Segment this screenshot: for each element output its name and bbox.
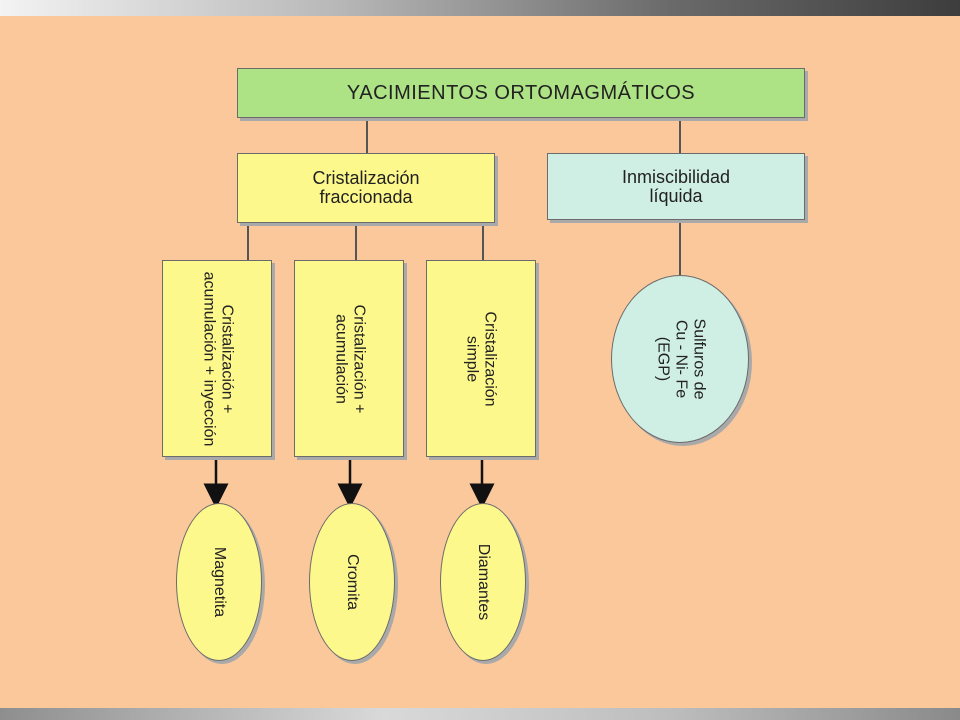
process-1-line-1: Cristalización + bbox=[218, 304, 236, 413]
branch-right-line-1: Inmiscibilidad bbox=[621, 166, 731, 187]
sulfuros-line-1: Sulfuros de bbox=[690, 318, 707, 400]
root-title: YACIMIENTOS ORTOMAGMÁTICOS bbox=[346, 81, 696, 104]
process-1-text: Cristalización +acumulación + inyección bbox=[163, 271, 271, 446]
branch-box-inmiscibilidad-liquida: Inmiscibilidad líquida bbox=[547, 153, 805, 220]
process-1-line-2: acumulación + inyección bbox=[200, 271, 218, 446]
branch-left-line-2: fraccionada bbox=[319, 187, 413, 207]
process-2-line-2: acumulación bbox=[332, 313, 349, 404]
product-ellipse-cromita: Cromita bbox=[309, 503, 395, 661]
process-3-line-1: Cristalización bbox=[481, 310, 499, 407]
sulfuros-line-2: Cu - Ni- Fe bbox=[672, 319, 689, 399]
product-diamantes-label: Diamantes bbox=[474, 543, 492, 621]
branch-right-line-2: líquida bbox=[649, 185, 703, 206]
process-box-2: Cristalización +acumulación bbox=[294, 260, 404, 457]
process-3-line-2: simple bbox=[463, 335, 481, 382]
sulfuros-line-3: (EGP) bbox=[654, 336, 671, 382]
root-box: YACIMIENTOS ORTOMAGMÁTICOS bbox=[237, 68, 805, 118]
product-ellipse-diamantes: Diamantes bbox=[440, 503, 526, 661]
process-2-line-1: Cristalización + bbox=[350, 304, 367, 413]
branch-left-line-1: Cristalización bbox=[312, 168, 420, 188]
branch-box-cristalizacion-fraccionada: Cristalización fraccionada bbox=[237, 153, 495, 223]
top-border-bar bbox=[0, 0, 960, 16]
product-magnetita-label: Magnetita bbox=[210, 546, 228, 618]
product-cromita-label: Cromita bbox=[343, 553, 361, 611]
bottom-border-bar bbox=[0, 708, 960, 720]
product-ellipse-magnetita: Magnetita bbox=[176, 503, 262, 661]
process-box-1: Cristalización +acumulación + inyección bbox=[162, 260, 272, 457]
process-2-text: Cristalización +acumulación bbox=[295, 304, 403, 413]
